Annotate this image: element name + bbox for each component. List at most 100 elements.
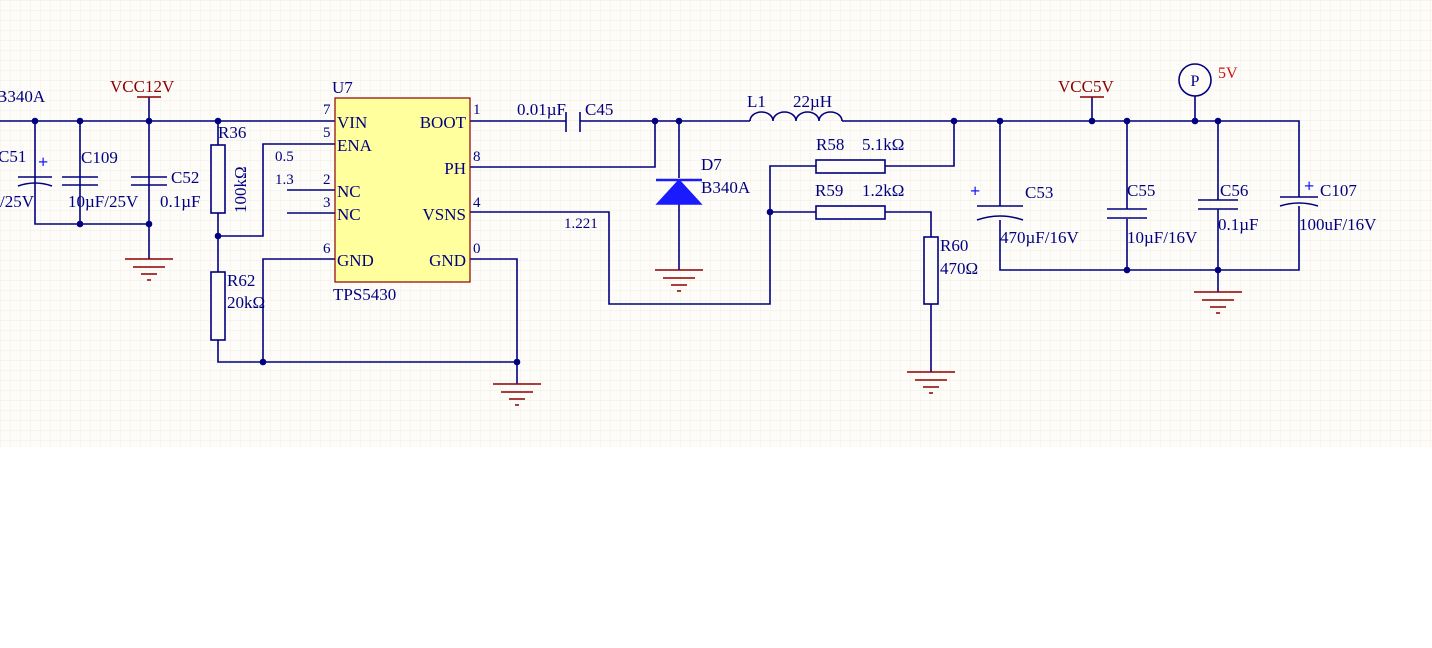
junction: [76, 117, 84, 125]
polarity-plus-c53: +: [970, 181, 980, 201]
pin-number-2: 2: [323, 172, 331, 188]
resistor-r60-name: R60: [940, 236, 968, 255]
capacitor-c45[interactable]: [565, 112, 581, 132]
cap-c45-value: 0.01µF: [517, 100, 566, 119]
diode-d7-value: B340A: [701, 178, 751, 197]
pin-vsns: VSNS: [423, 205, 466, 224]
wire-out-gnd: [999, 206, 1300, 271]
inductor-l1-value: 22µH: [793, 92, 832, 111]
junction: [259, 358, 267, 366]
pin-number-8: 8: [473, 149, 481, 165]
junction: [651, 117, 659, 125]
wire-gnd-left: [262, 258, 335, 362]
pin-nc-1: NC: [337, 182, 361, 201]
probe-value-label: 5V: [1218, 65, 1238, 82]
ground-symbols: [125, 258, 1242, 406]
capacitor-c53[interactable]: [976, 205, 1024, 221]
junction: [1088, 117, 1096, 125]
net-voltage-ena-b: 1.3: [275, 172, 294, 188]
capacitor-c109[interactable]: [62, 176, 98, 186]
pin-ph: PH: [444, 159, 466, 178]
resistor-r60-value: 470Ω: [940, 259, 978, 278]
pin-number-4: 4: [473, 195, 481, 211]
pin-ena: ENA: [337, 136, 373, 155]
resistor-r62[interactable]: [210, 271, 226, 341]
probe-letter: P: [1191, 73, 1200, 90]
resistor-r58-value: 5.1kΩ: [862, 135, 904, 154]
junction: [1214, 117, 1222, 125]
power-port-vcc12-label: VCC12V: [110, 77, 175, 96]
capacitor-c56[interactable]: [1198, 199, 1238, 210]
pin-number-5: 5: [323, 125, 331, 141]
junction: [214, 232, 222, 240]
capacitor-c51[interactable]: [17, 176, 53, 187]
cap-c51-name: C51: [0, 147, 26, 166]
wire-bottom-gnd: [217, 340, 517, 363]
resistor-r59[interactable]: [815, 205, 886, 220]
ic-u7-body[interactable]: [334, 97, 471, 283]
resistor-r60[interactable]: [923, 236, 939, 305]
capacitor-c55[interactable]: [1107, 208, 1147, 219]
junction: [145, 117, 153, 125]
resistor-r59-name: R59: [815, 181, 843, 200]
capacitor-c107[interactable]: [1279, 196, 1319, 207]
schematic-sheet: + + + B340A C51 /25V C109 10µF/25V C52 0…: [0, 0, 1432, 447]
diode-d7[interactable]: [655, 178, 703, 205]
junctions: [31, 117, 1222, 366]
pin-vin: VIN: [337, 113, 367, 132]
wire-ph: [470, 121, 656, 168]
cap-c56-value: 0.1µF: [1218, 215, 1259, 234]
junction: [1123, 266, 1131, 274]
cap-c52-value: 0.1µF: [160, 192, 201, 211]
wire-ena: [218, 143, 335, 237]
resistor-r36-name: R36: [218, 123, 246, 142]
pin-number-6: 6: [323, 241, 331, 257]
junction: [145, 220, 153, 228]
resistor-r58-name: R58: [816, 135, 844, 154]
diode-left-value: B340A: [0, 87, 46, 106]
junction: [214, 117, 222, 125]
cap-c51-value: /25V: [0, 192, 35, 211]
pin-boot: BOOT: [420, 113, 467, 132]
cap-c109-name: C109: [81, 148, 118, 167]
polarity-plus-c51: +: [38, 152, 48, 172]
pin-number-7: 7: [323, 102, 331, 118]
cap-c109-value: 10µF/25V: [68, 192, 139, 211]
ground-icon: [1194, 291, 1242, 314]
ic-u7-designator: U7: [332, 78, 353, 97]
ground-icon: [655, 269, 703, 292]
inductor-l1[interactable]: [749, 111, 843, 122]
capacitor-c52[interactable]: [131, 176, 167, 186]
junction: [950, 117, 958, 125]
resistor-r36[interactable]: [210, 144, 226, 214]
schematic-canvas: + + + B340A C51 /25V C109 10µF/25V C52 0…: [0, 0, 1432, 447]
wire-gnd-right: [470, 258, 518, 384]
resistor-r58[interactable]: [815, 159, 886, 174]
ground-icon: [125, 258, 173, 281]
wires: [0, 96, 1300, 384]
ic-u7-part: TPS5430: [333, 285, 396, 304]
resistor-r62-name: R62: [227, 271, 255, 290]
ground-icon: [493, 383, 541, 406]
capacitors: [17, 112, 1319, 221]
cap-c55-name: C55: [1127, 181, 1155, 200]
diode-d7-name: D7: [701, 155, 722, 174]
ground-icon: [907, 371, 955, 394]
cap-c56-name: C56: [1220, 181, 1248, 200]
pin-gnd-left: GND: [337, 251, 374, 270]
wire-vsns: [470, 165, 816, 305]
cap-c55-value: 10µF/16V: [1127, 228, 1198, 247]
junction: [76, 220, 84, 228]
junction: [31, 117, 39, 125]
wire-r58-right: [885, 121, 955, 167]
pin-number-0: 0: [473, 241, 481, 257]
wire-r59-r60: [885, 211, 932, 237]
resistors: [210, 144, 939, 341]
net-voltage-ena-a: 0.5: [275, 149, 294, 165]
probe-icon[interactable]: [1178, 63, 1212, 97]
pin-gnd-right: GND: [429, 251, 466, 270]
cap-c45-name: C45: [585, 100, 613, 119]
pin-number-1: 1: [473, 102, 481, 118]
wire-input-caps: [34, 121, 149, 225]
cap-c107-name: C107: [1320, 181, 1357, 200]
